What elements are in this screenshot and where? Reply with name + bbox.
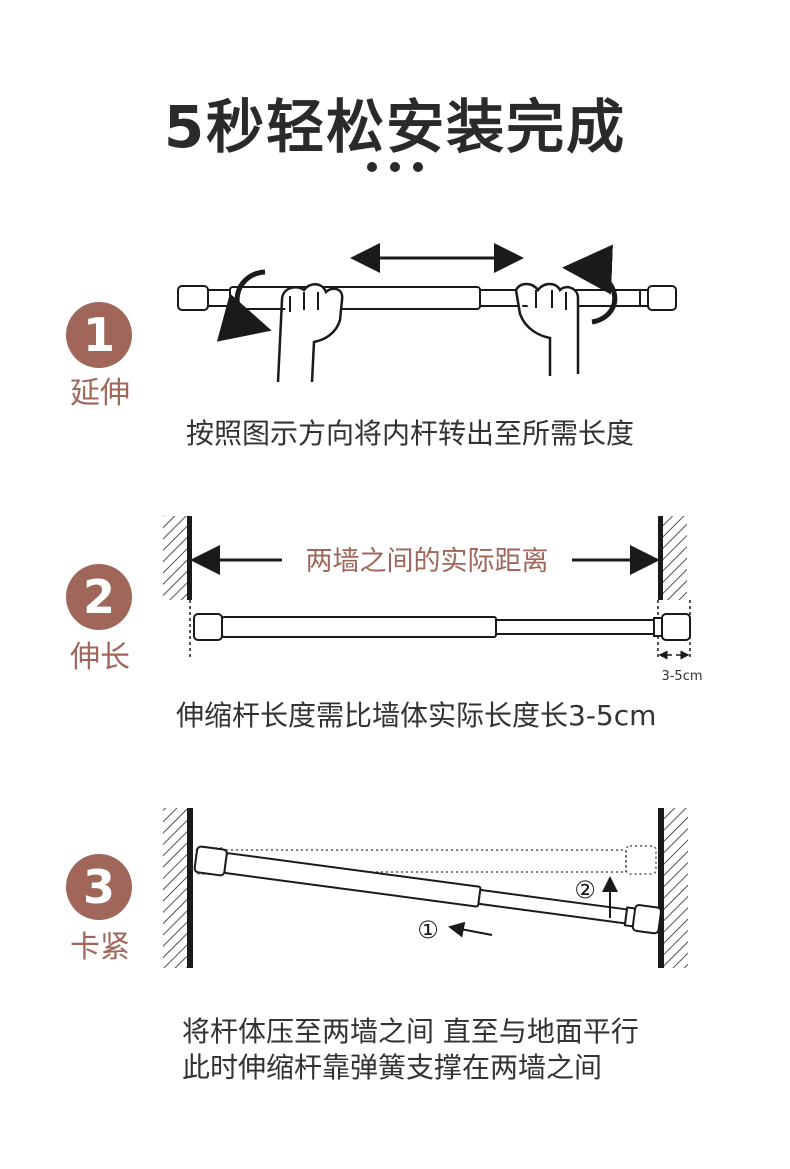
step-1-illustration — [177, 243, 677, 383]
step-1-label: 延伸 — [70, 376, 130, 411]
step-3-caption-line-2: 此时伸缩杆靠弹簧支撑在两墙之间 — [182, 1051, 603, 1084]
title-dots — [0, 162, 790, 172]
step-1-badge: 1 — [66, 302, 132, 368]
gap-label: 3-5cm — [661, 669, 702, 684]
step-2-label: 伸长 — [70, 640, 130, 675]
step-3-illustration: ① ② — [163, 808, 688, 968]
marker-2: ② — [574, 876, 596, 904]
marker-1: ① — [417, 916, 439, 944]
step-3-caption-line-1: 将杆体压至两墙之间 直至与地面平行 — [182, 1015, 639, 1048]
wall-distance-text: 两墙之间的实际距离 — [306, 546, 549, 577]
step-3-badge: 3 — [66, 854, 132, 920]
step-2-caption: 伸缩杆长度需比墙体实际长度长3-5cm — [176, 699, 657, 732]
step-3-label: 卡紧 — [70, 930, 130, 965]
step-2-illustration: 两墙之间的实际距离 3-5cm — [163, 516, 703, 684]
step-1-caption: 按照图示方向将内杆转出至所需长度 — [186, 417, 635, 450]
page-title: 5秒轻松安装完成 — [163, 93, 627, 161]
step-2-badge: 2 — [66, 564, 132, 630]
